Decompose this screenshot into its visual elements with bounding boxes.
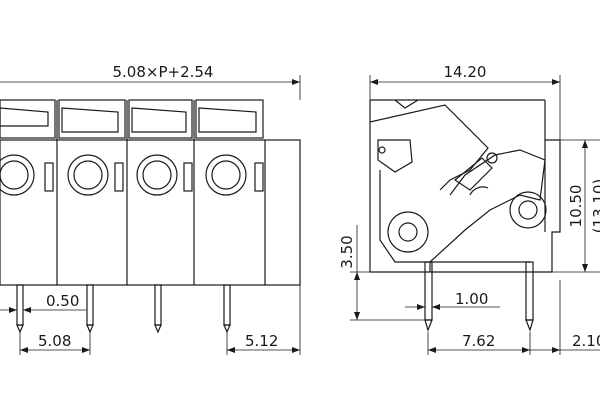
pin-length-label: 3.50 bbox=[338, 235, 356, 268]
lever bbox=[195, 99, 264, 139]
pin bbox=[154, 284, 162, 334]
wire-hole bbox=[0, 154, 54, 196]
spring-body bbox=[379, 149, 546, 263]
wire-hole bbox=[67, 154, 124, 196]
lever-notch bbox=[394, 99, 419, 109]
lever bbox=[0, 99, 56, 139]
lever-profile bbox=[369, 104, 489, 191]
side-view: 14.20 10.50 (13.10) 3.50 1.00 7.62 bbox=[338, 63, 600, 355]
spring-arc bbox=[469, 186, 489, 196]
lever bbox=[58, 99, 126, 139]
spring-pin bbox=[486, 152, 498, 164]
pin-width-label: 0.50 bbox=[46, 292, 79, 310]
body-height-label: 10.50 bbox=[567, 185, 585, 228]
clamp-lever bbox=[453, 157, 493, 191]
pin bbox=[223, 284, 231, 334]
release-tab bbox=[377, 139, 413, 173]
wire-hole-outer bbox=[509, 191, 547, 229]
pitch-label: 5.08 bbox=[38, 332, 71, 350]
pin-thickness-label: 1.00 bbox=[455, 290, 488, 308]
depth-label: 14.20 bbox=[444, 63, 487, 81]
rear-offset-label: 2.10 bbox=[572, 332, 600, 350]
front-view: 5.08×P+2.54 0.50 5.08 5.12 bbox=[0, 63, 301, 355]
total-height-label: (13.10) bbox=[590, 179, 600, 234]
wire-hole bbox=[205, 154, 264, 196]
front-body bbox=[0, 139, 301, 286]
end-offset-label: 5.12 bbox=[245, 332, 278, 350]
side-pin bbox=[424, 261, 433, 332]
wire-hole bbox=[136, 154, 193, 196]
mount-hole-outer bbox=[387, 211, 429, 253]
pin-spacing-label: 7.62 bbox=[462, 332, 495, 350]
side-pin bbox=[525, 261, 534, 332]
lever bbox=[128, 99, 193, 139]
pivot-dot bbox=[378, 146, 386, 154]
overall-width-label: 5.08×P+2.54 bbox=[113, 63, 214, 81]
pin bbox=[16, 284, 24, 334]
wire-hole-inner bbox=[518, 200, 538, 220]
mount-hole-inner bbox=[398, 222, 418, 242]
pin bbox=[86, 284, 94, 334]
